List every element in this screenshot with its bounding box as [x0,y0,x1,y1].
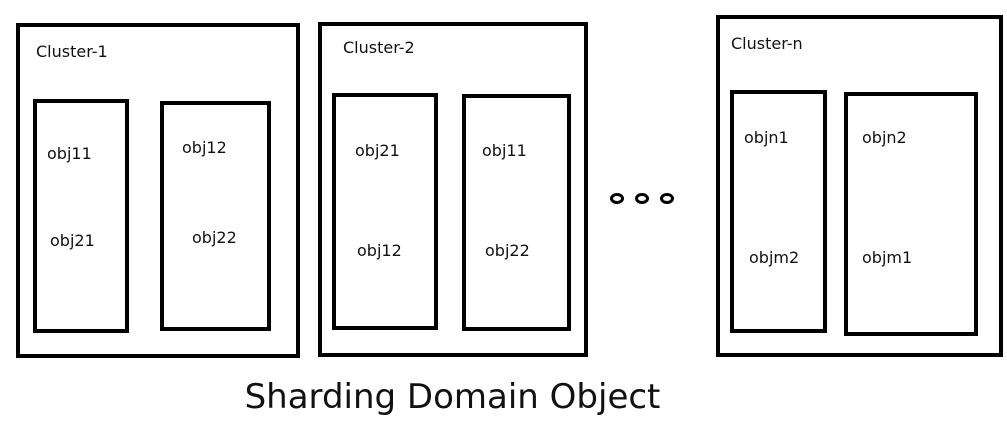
dot-icon [610,192,624,204]
cluster-title-n: Cluster-n [731,34,803,53]
object-label: obj11 [482,141,527,160]
object-label: objn1 [744,128,789,147]
diagram-caption: Sharding Domain Object [244,377,661,417]
dot-icon [660,192,674,204]
shard-box-n-2 [844,92,978,336]
ellipsis-icon [610,190,674,206]
shard-box-1-2 [160,101,271,331]
shard-box-1-1 [33,99,129,333]
object-label: objm1 [862,248,913,267]
dot-icon [635,192,649,204]
object-label: obj12 [182,138,227,157]
cluster-title-2: Cluster-2 [343,38,415,57]
shard-box-2-2 [462,94,571,331]
object-label: obj22 [192,228,237,247]
object-label: obj12 [357,241,402,260]
object-label: obj22 [485,241,530,260]
shard-box-n-1 [730,90,827,333]
object-label: obj21 [355,141,400,160]
shard-box-2-1 [332,93,438,330]
cluster-title-1: Cluster-1 [36,42,108,61]
object-label: objm2 [749,248,800,267]
object-label: obj21 [50,231,95,250]
object-label: obj11 [47,144,92,163]
object-label: objn2 [862,128,907,147]
